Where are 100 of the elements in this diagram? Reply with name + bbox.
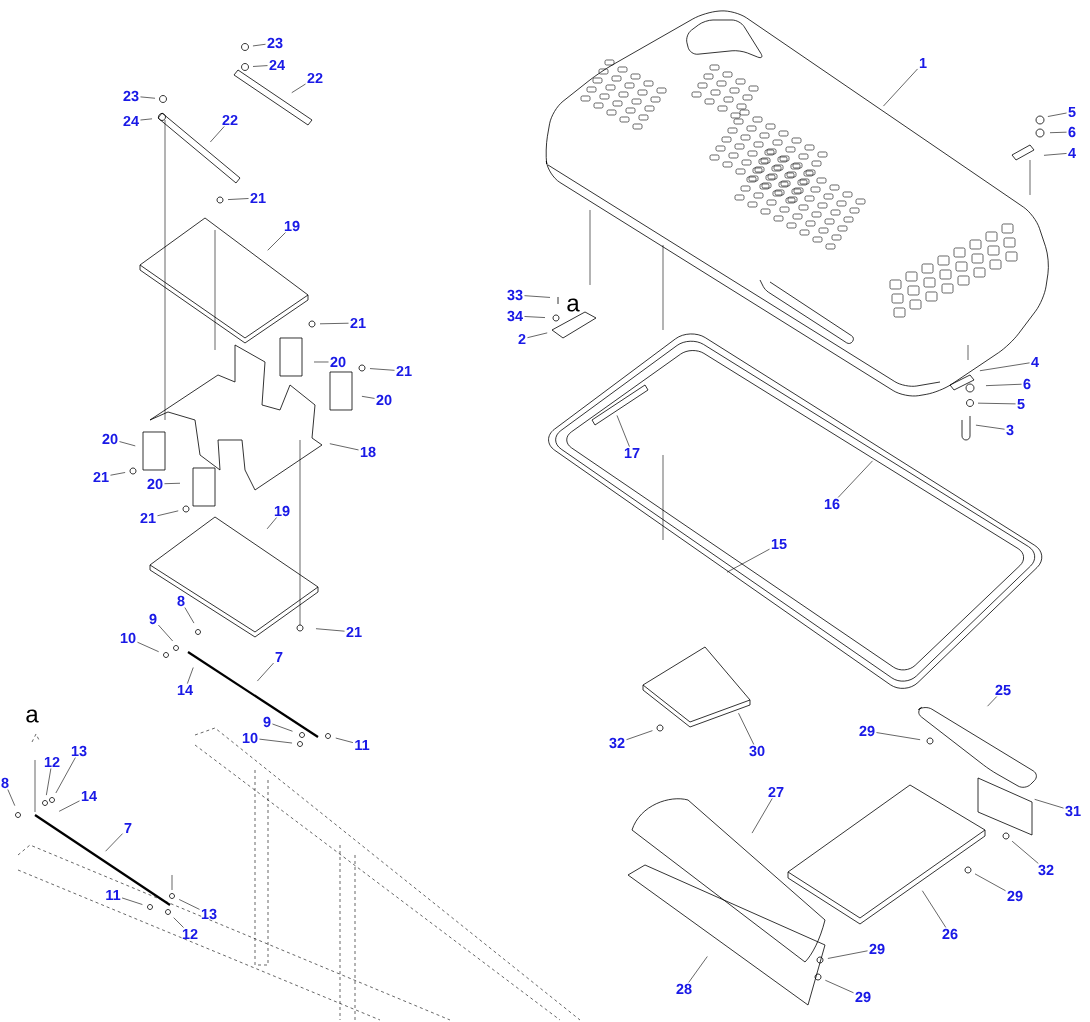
leader-line (369, 368, 395, 371)
callout-number: 12 (182, 928, 198, 940)
callout-number: 20 (330, 356, 346, 368)
leader-line (184, 607, 195, 624)
callout-number: 9 (263, 716, 271, 728)
callout-number: 6 (1023, 378, 1031, 390)
leader-line (975, 424, 1005, 430)
callout-number: 7 (124, 823, 132, 833)
callout-number: 26 (942, 928, 958, 940)
leader-line (922, 890, 947, 928)
callout-number: 4 (1068, 148, 1076, 158)
leader-line (140, 118, 153, 121)
leader-line (119, 441, 136, 447)
leader-line (1043, 153, 1067, 156)
callout-number: 21 (346, 626, 362, 638)
callout-number: 6 (1068, 126, 1076, 138)
leader-line (137, 641, 159, 653)
view-label: a (567, 298, 580, 312)
callout-number: 5 (1068, 106, 1076, 118)
leader-line (876, 732, 921, 740)
leader-line (7, 789, 16, 806)
leader-line (1047, 112, 1067, 117)
callout-number: 14 (177, 685, 193, 695)
leader-line (105, 833, 123, 852)
leader-line (58, 800, 80, 812)
leader-line (210, 126, 225, 143)
callout-number: 30 (749, 745, 765, 757)
leader-line (837, 460, 873, 498)
callout-number: 29 (869, 943, 885, 955)
callout-number: 20 (147, 478, 163, 490)
leader-line (335, 737, 354, 743)
view-label: a (26, 709, 39, 723)
callout-number: 22 (222, 114, 238, 126)
callout-number: 16 (824, 498, 840, 510)
callout-number: 2 (518, 333, 526, 345)
callout-number: 21 (250, 192, 266, 204)
leader-line (46, 768, 52, 796)
callout-number: 9 (149, 613, 157, 625)
callout-number: 11 (106, 890, 121, 900)
callout-number: 28 (676, 983, 692, 995)
callout-number: 19 (284, 220, 300, 232)
leader-line (252, 43, 266, 47)
leader-line (977, 402, 1016, 405)
callout-number: 13 (201, 908, 217, 920)
leader-line (987, 696, 998, 707)
leader-line (313, 361, 329, 363)
leader-line (272, 723, 293, 732)
callout-number: 19 (274, 505, 290, 517)
leader-line (187, 667, 194, 684)
leader-line (178, 899, 200, 910)
callout-number: 20 (376, 394, 392, 406)
leader-line (319, 322, 349, 325)
leader-line (267, 232, 286, 251)
callout-number: 32 (609, 737, 625, 749)
callout-number: 21 (93, 471, 109, 483)
callout-number: 8 (1, 777, 9, 789)
callout-number: 34 (507, 310, 523, 322)
leader-line (173, 917, 184, 928)
leader-line (1049, 131, 1067, 134)
leader-line (227, 198, 249, 200)
callout-number: 31 (1065, 805, 1081, 817)
callout-number: 7 (275, 652, 283, 662)
leader-line (164, 482, 181, 484)
leader-line (257, 662, 274, 682)
callout-number: 20 (102, 433, 118, 445)
callout-number: 3 (1006, 424, 1014, 436)
leader-line (1034, 799, 1064, 809)
callout-number: 10 (242, 732, 258, 744)
leader-line (1011, 840, 1039, 864)
leader-line (259, 738, 293, 744)
leader-line (315, 628, 345, 632)
leader-line (157, 510, 179, 517)
leader-line (827, 950, 868, 959)
callout-number: 4 (1031, 357, 1039, 367)
leader-line (140, 96, 156, 99)
leader-line (329, 443, 359, 451)
leader-line (738, 712, 755, 745)
leader-line (252, 65, 268, 67)
leader-line (266, 517, 277, 530)
callout-number: 8 (177, 595, 185, 607)
callout-number: 10 (120, 632, 136, 644)
callout-number: 5 (1017, 398, 1025, 410)
callout-number: 29 (1007, 890, 1023, 902)
leader-line (985, 383, 1022, 386)
leader-line (524, 316, 546, 318)
callout-number: 11 (355, 740, 370, 750)
leader-line (751, 798, 773, 834)
callout-number: 13 (71, 745, 87, 757)
leader-line (524, 295, 551, 298)
callout-number: 22 (307, 72, 323, 84)
callout-number: 24 (269, 59, 285, 71)
leader-line (825, 979, 854, 994)
callout-number: 12 (44, 756, 60, 768)
callout-number: 21 (396, 365, 412, 377)
leader-line (527, 332, 548, 338)
callout-number: 29 (859, 725, 875, 737)
leader-line (626, 730, 653, 740)
callout-number: 25 (995, 684, 1011, 696)
callout-number: 17 (624, 448, 640, 458)
callout-number: 27 (768, 786, 784, 798)
